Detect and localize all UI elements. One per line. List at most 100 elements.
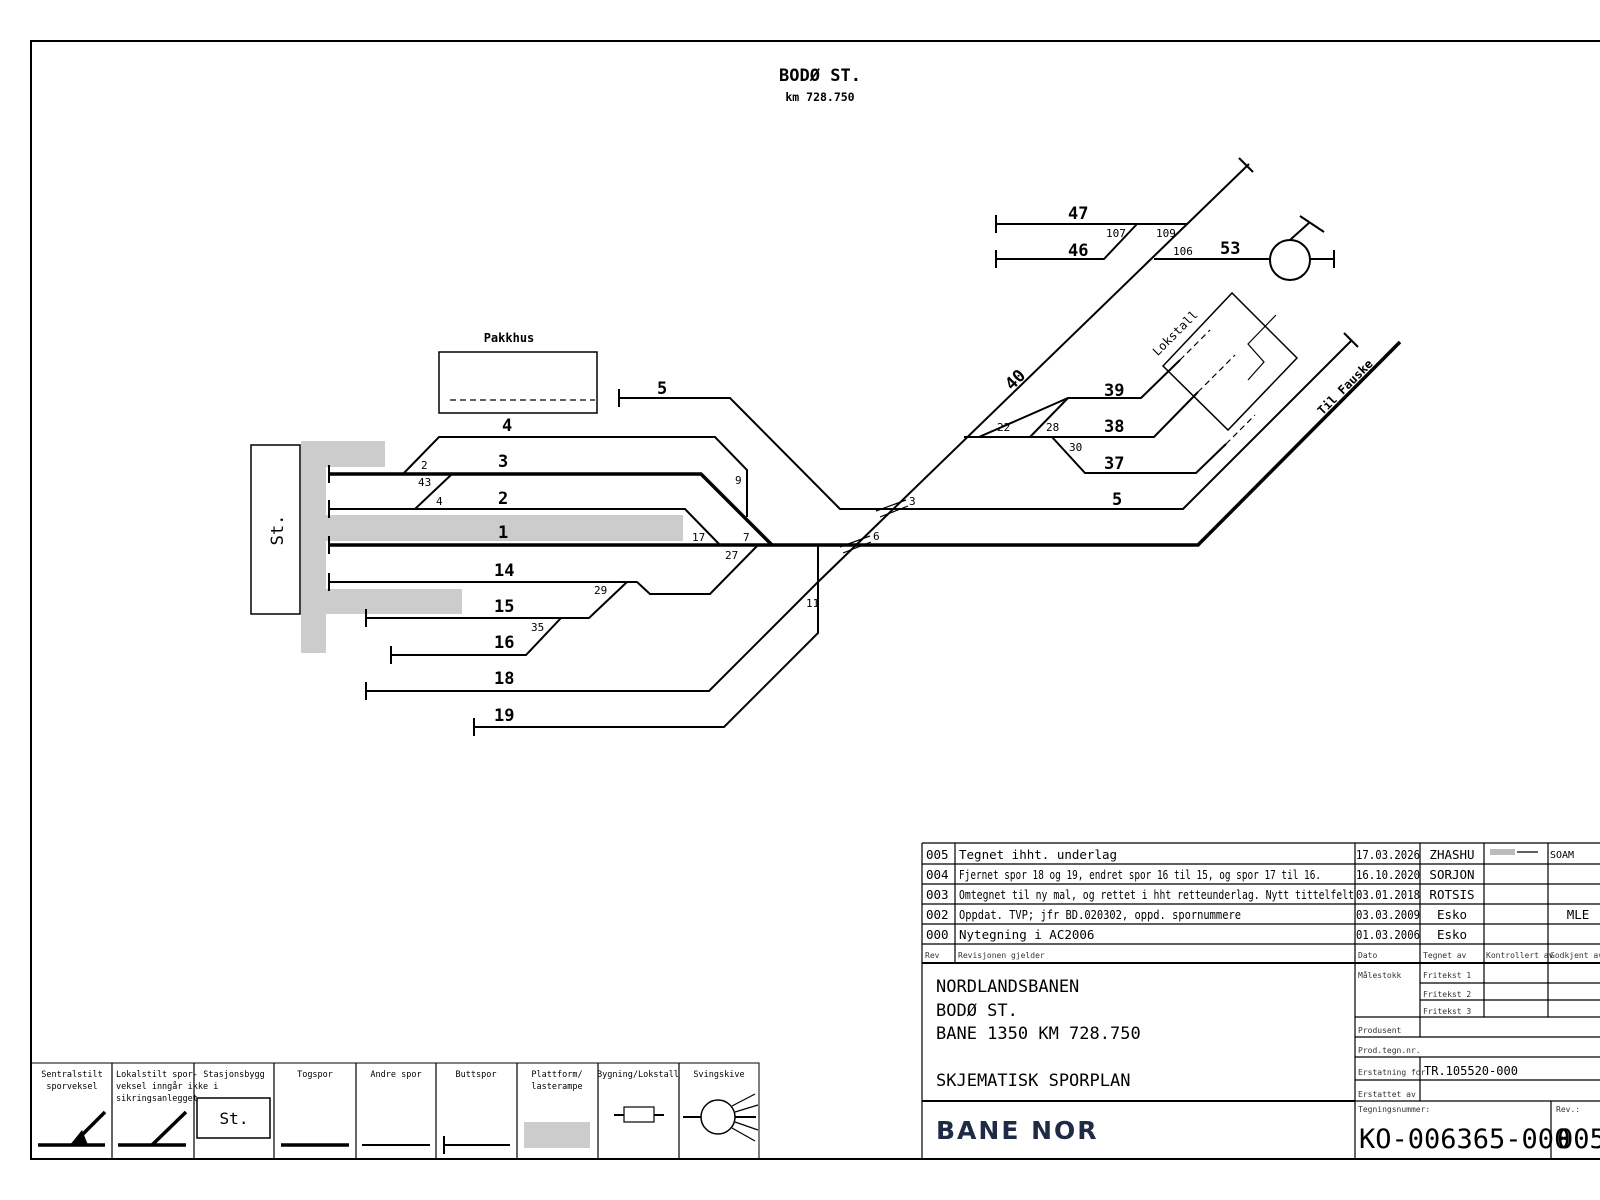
track-19: 19 xyxy=(494,706,514,726)
track-15: 15 xyxy=(494,597,514,617)
legend: Sentralstilt sporveksel Lokalstilt spor-… xyxy=(30,1062,760,1160)
track-40: 40 xyxy=(1001,366,1030,395)
drawing-frame xyxy=(30,40,1600,1160)
platform-top xyxy=(301,441,385,467)
switch-35: 35 xyxy=(531,621,544,634)
bane-nor-logo: BANE NOR xyxy=(936,1116,1099,1145)
svg-text:002: 002 xyxy=(926,907,949,922)
field-erstatning-value: TR.105520-000 xyxy=(1424,1064,1518,1078)
svg-text:004: 004 xyxy=(926,867,949,882)
svg-text:03.01.2018: 03.01.2018 xyxy=(1356,887,1420,902)
legend-7-l2: lasterampe xyxy=(531,1082,582,1092)
platform-track-15 xyxy=(326,589,462,614)
title-line-2: BODØ ST. xyxy=(936,1001,1018,1021)
switch-9: 9 xyxy=(735,474,742,487)
lokstall-building: Lokstall xyxy=(1150,291,1299,432)
revision-row-005: 005 Tegnet ihht. underlag 17.03.2026 ZHA… xyxy=(926,847,1574,862)
rev-header-drawn: Tegnet av xyxy=(1423,951,1467,960)
switch-2: 2 xyxy=(421,459,428,472)
platform-main xyxy=(301,441,326,653)
field-prod-tegn: Prod.tegn.nr. xyxy=(1358,1046,1421,1055)
switch-27: 27 xyxy=(725,549,738,562)
svg-text:Oppdat. TVP; jfr BD.020302, op: Oppdat. TVP; jfr BD.020302, oppd. spornu… xyxy=(959,907,1241,922)
track-2: 2 xyxy=(498,489,508,509)
legend-2-l2: veksel inngår ikke i xyxy=(116,1081,218,1092)
track-39: 39 xyxy=(1104,381,1124,401)
switch-28: 28 xyxy=(1046,421,1059,434)
drawing-title: BODØ ST. xyxy=(779,66,861,86)
field-erstattet-av: Erstattet av xyxy=(1358,1090,1416,1099)
legend-8-l1: Bygning/Lokstall xyxy=(597,1070,679,1080)
svg-text:Esko: Esko xyxy=(1437,927,1467,942)
station-building xyxy=(250,444,301,615)
svg-text:SORJON: SORJON xyxy=(1429,867,1474,882)
field-produsent: Produsent xyxy=(1358,1026,1402,1035)
legend-7-l1: Plattform/ xyxy=(531,1070,582,1080)
turntable xyxy=(1269,239,1311,281)
track-diagram: St. Pakkhus xyxy=(250,157,1402,736)
svg-text:Nytegning i AC2006: Nytegning i AC2006 xyxy=(959,927,1094,942)
track-5-west: 5 xyxy=(657,379,667,399)
svg-text:Esko: Esko xyxy=(1437,907,1467,922)
legend-6-l1: Buttspor xyxy=(456,1070,497,1080)
station-label: St. xyxy=(268,515,288,546)
legend-9-l1: Svingskive xyxy=(693,1070,744,1080)
legend-station-symbol: St. xyxy=(220,1109,249,1128)
switch-43: 43 xyxy=(418,476,431,489)
legend-4-l1: Togspor xyxy=(297,1070,333,1080)
rev-header-text: Revisjonen gjelder xyxy=(958,951,1045,960)
track-53: 53 xyxy=(1220,239,1240,259)
title-line-4: SKJEMATISK SPORPLAN xyxy=(936,1071,1130,1091)
svg-text:03.03.2009: 03.03.2009 xyxy=(1356,907,1420,922)
field-fritekst-2: Fritekst 2 xyxy=(1423,990,1471,999)
switch-106: 106 xyxy=(1173,245,1193,258)
svg-text:16.10.2020: 16.10.2020 xyxy=(1356,867,1420,882)
field-tegningsnummer: Tegningsnummer: xyxy=(1358,1105,1430,1114)
svg-text:Fjernet spor 18 og 19, endret: Fjernet spor 18 og 19, endret spor 16 ti… xyxy=(959,867,1321,882)
track-37: 37 xyxy=(1104,454,1124,474)
switch-11: 11 xyxy=(806,597,819,610)
field-fritekst-1: Fritekst 1 xyxy=(1423,971,1471,980)
switch-17: 17 xyxy=(692,531,705,544)
title-block: 005 Tegnet ihht. underlag 17.03.2026 ZHA… xyxy=(921,842,1600,1159)
switch-6: 6 xyxy=(873,530,880,543)
track-5-east: 5 xyxy=(1112,490,1122,510)
switch-30: 30 xyxy=(1069,441,1082,454)
svg-text:MLE: MLE xyxy=(1567,907,1590,922)
svg-text:ROTSIS: ROTSIS xyxy=(1429,887,1474,902)
legend-1-l1: Sentralstilt xyxy=(41,1070,102,1080)
switch-7: 7 xyxy=(743,531,750,544)
svg-text:SOAM: SOAM xyxy=(1550,850,1574,861)
drawing-subtitle: km 728.750 xyxy=(785,90,854,104)
svg-text:005: 005 xyxy=(926,847,949,862)
revision-row-000: 000 Nytegning i AC2006 01.03.2006 Esko xyxy=(926,927,1467,942)
field-malestokk: Målestokk xyxy=(1358,970,1402,980)
track-16: 16 xyxy=(494,633,514,653)
svg-text:003: 003 xyxy=(926,887,949,902)
drawing-number: KO-006365-000 xyxy=(1359,1124,1570,1155)
track-14: 14 xyxy=(494,561,514,581)
track-1: 1 xyxy=(498,523,508,543)
platform-track-1 xyxy=(326,515,683,541)
svg-text:17.03.2026: 17.03.2026 xyxy=(1356,847,1420,862)
rev-header-rev: Rev xyxy=(925,951,940,960)
switch-107: 107 xyxy=(1106,227,1126,240)
switch-3: 3 xyxy=(909,495,916,508)
field-erstatning-for: Erstatning for xyxy=(1358,1068,1426,1077)
legend-3-l1: Stasjonsbygg xyxy=(203,1070,264,1080)
direction-label: Til Fauske xyxy=(1315,357,1376,418)
pakkhus-label: Pakkhus xyxy=(484,331,535,345)
rev-header-approved: Godkjent av xyxy=(1550,951,1600,960)
field-rev: Rev.: xyxy=(1556,1105,1580,1114)
revision-row-002: 002 Oppdat. TVP; jfr BD.020302, oppd. sp… xyxy=(926,907,1589,922)
svg-text:Tegnet ihht. underlag: Tegnet ihht. underlag xyxy=(959,847,1117,862)
title-line-3: BANE 1350 KM 728.750 xyxy=(936,1024,1141,1044)
field-fritekst-3: Fritekst 3 xyxy=(1423,1007,1471,1016)
title-line-1: NORDLANDSBANEN xyxy=(936,977,1079,997)
svg-text:01.03.2006: 01.03.2006 xyxy=(1356,927,1420,942)
track-3: 3 xyxy=(498,452,508,472)
track-4: 4 xyxy=(502,416,512,436)
switch-29: 29 xyxy=(594,584,607,597)
track-46: 46 xyxy=(1068,241,1088,261)
switch-109: 109 xyxy=(1156,227,1176,240)
